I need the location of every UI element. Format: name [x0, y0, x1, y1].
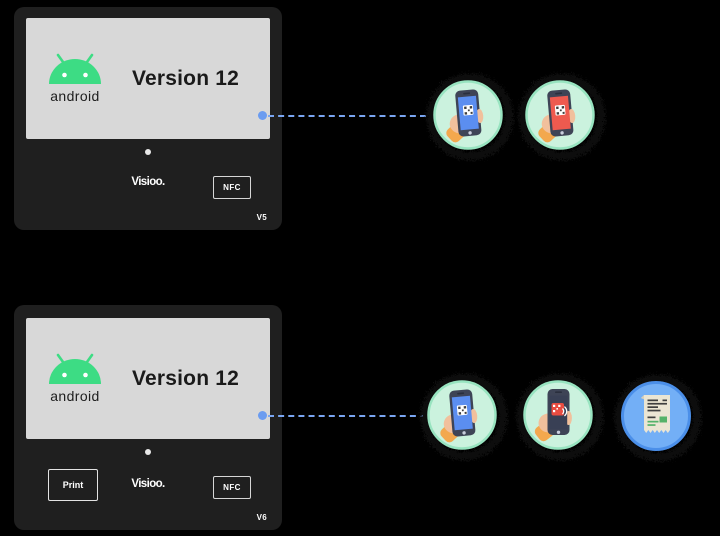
connector-v6-to-badges [258, 411, 426, 420]
hand-phone-qr-red-icon [513, 68, 607, 162]
android-robot-icon [49, 353, 101, 384]
os-version-title: Version 12 [131, 366, 240, 390]
device-screen: android Version 12 [26, 18, 270, 139]
connector-dashed-line [268, 114, 426, 117]
android-robot-icon [49, 53, 101, 84]
brand-logo: Visioo. [131, 478, 165, 490]
hardware-version-label: V5 [256, 213, 267, 222]
android-wordmark: android [50, 88, 100, 104]
android-logo: android [43, 53, 107, 104]
receipt-icon [609, 369, 703, 463]
print-button[interactable]: Print [48, 469, 98, 501]
nfc-button[interactable]: NFC [213, 176, 251, 199]
android-terminal-v5: android Version 12 Visioo. NFC V5 [14, 7, 282, 230]
device-screen: android Version 12 [26, 318, 270, 439]
connector-dot [258, 411, 267, 420]
nfc-button[interactable]: NFC [213, 476, 251, 499]
android-logo: android [43, 353, 107, 404]
home-indicator-dot [145, 149, 151, 155]
brand-logo: Visioo. [131, 176, 165, 188]
hand-phone-nfc-red-icon [511, 368, 605, 462]
hand-phone-qr-blue-icon [415, 368, 509, 462]
connector-dot [258, 111, 267, 120]
android-wordmark: android [50, 388, 100, 404]
os-version-title: Version 12 [131, 66, 240, 90]
connector-dashed-line [268, 414, 426, 417]
android-terminal-v6: android Version 12 Print Visioo. NFC V6 [14, 305, 282, 530]
hardware-version-label: V6 [256, 513, 267, 522]
hand-phone-qr-blue-icon [421, 68, 515, 162]
home-indicator-dot [145, 449, 151, 455]
connector-v5-to-badges [258, 111, 426, 120]
